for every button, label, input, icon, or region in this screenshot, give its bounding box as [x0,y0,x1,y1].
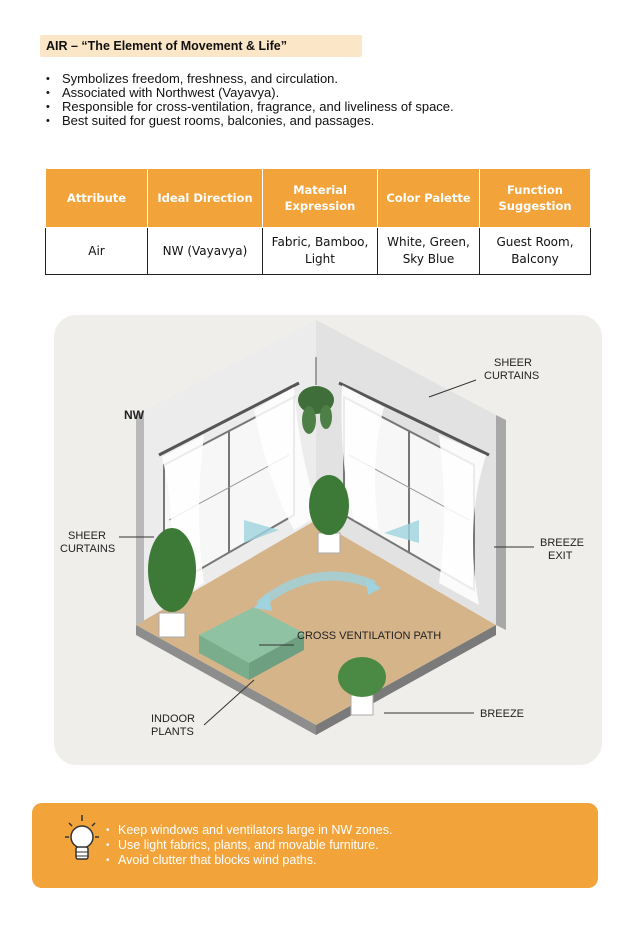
list-item: Symbolizes freedom, freshness, and circu… [46,72,454,87]
tip-item: Use light fabrics, plants, and movable f… [106,838,392,853]
air-bullet-list: Symbolizes freedom, freshness, and circu… [46,72,454,129]
table-cell: Fabric, Bamboo, Light [262,227,378,275]
column-header-attribute: Attribute [45,168,148,228]
table-cell: NW (Vayavya) [147,227,263,275]
table-header-row: Attribute Ideal Direction Material Expre… [45,168,591,228]
breeze-exit-label: EXIT [548,550,573,562]
table-row: Air NW (Vayavya) Fabric, Bamboo, Light W… [45,227,591,275]
sheer-curtains-label-left: SHEER [68,530,106,542]
table-cell: Guest Room, Balcony [479,227,591,275]
column-header-direction: Ideal Direction [147,168,263,228]
tip-item: Avoid clutter that blocks wind paths. [106,853,392,868]
list-item: Responsible for cross-ventilation, fragr… [46,100,454,115]
column-header-function: Function Suggestion [479,168,591,228]
tip-list: Keep windows and ventilators large in NW… [106,823,392,868]
nw-label: NW [124,408,145,422]
column-header-color: Color Palette [377,168,480,228]
attribute-table: Attribute Ideal Direction Material Expre… [45,168,591,275]
room-illustration: NW SHEER CURTAINS SHEER CURTAINS BREEZE … [54,315,602,765]
sheer-curtains-label-left: CURTAINS [60,543,115,555]
list-item: Associated with Northwest (Vayavya). [46,86,454,101]
sheer-curtains-label-right: CURTAINS [484,370,539,382]
indoor-plants-label: INDOOR [151,713,195,725]
indoor-plants-label: PLANTS [151,726,194,738]
section-heading: AIR – “The Element of Movement & Life” [40,35,362,57]
cross-ventilation-label: CROSS VENTILATION PATH [297,630,441,642]
tip-box: Keep windows and ventilators large in NW… [32,803,598,888]
breeze-exit-label: BREEZE [540,537,584,549]
lightbulb-icon [65,815,99,860]
tip-item: Keep windows and ventilators large in NW… [106,823,392,838]
list-item: Best suited for guest rooms, balconies, … [46,114,454,129]
breeze-label: BREEZE [480,708,524,720]
table-cell: Air [45,227,148,275]
section-heading-text: AIR – “The Element of Movement & Life” [46,39,288,53]
column-header-material: Material Expression [262,168,378,228]
table-cell: White, Green, Sky Blue [377,227,480,275]
sheer-curtains-label-right: SHEER [494,357,532,369]
